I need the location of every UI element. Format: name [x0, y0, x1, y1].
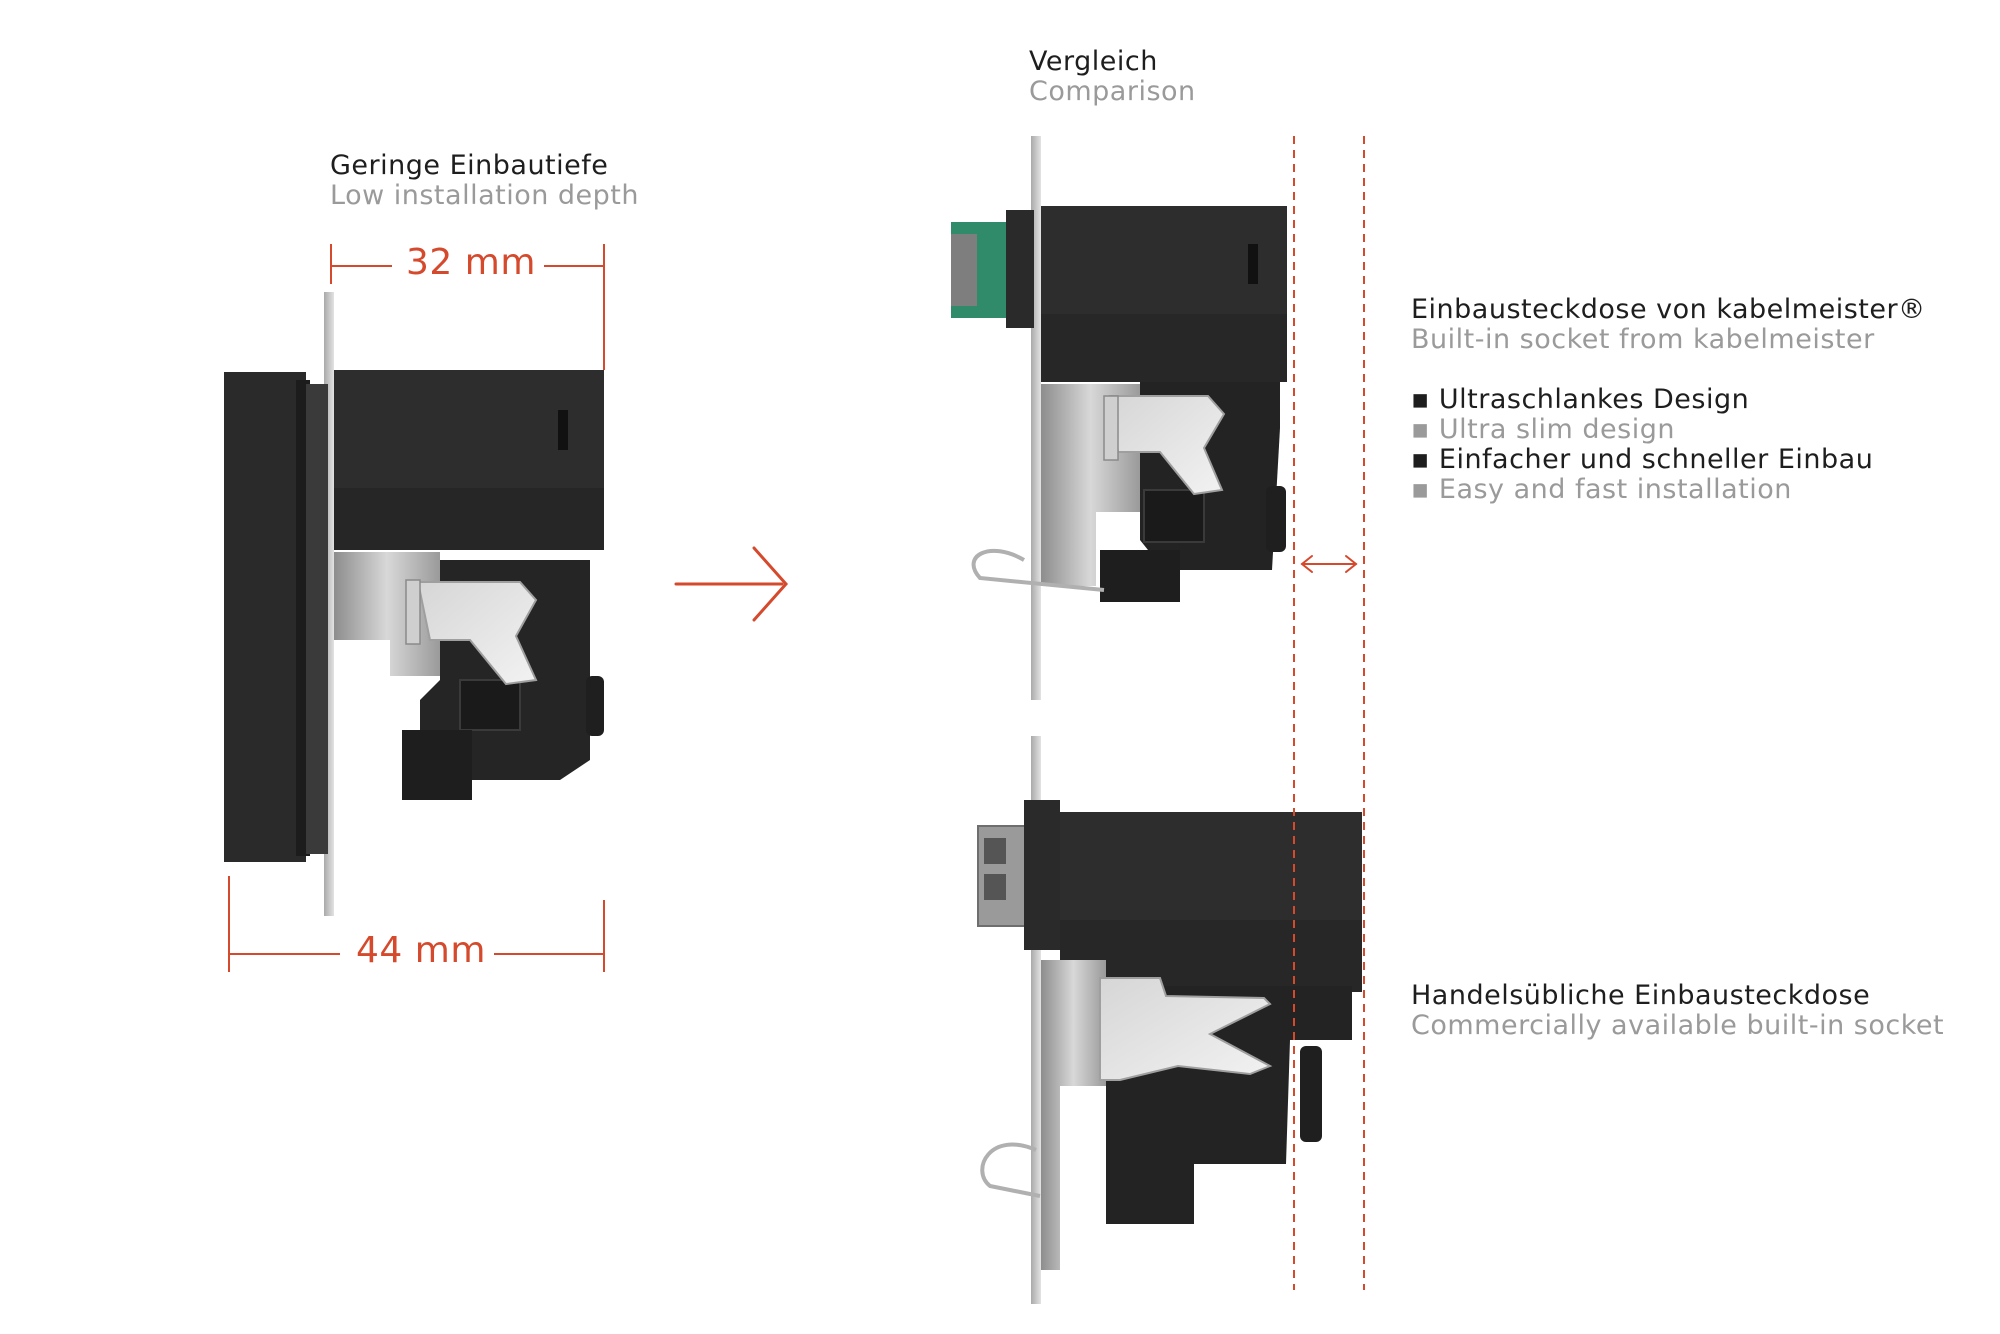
- right-arrow-icon: [674, 546, 789, 622]
- socket-bottom-block: [1100, 550, 1180, 602]
- usb-port-1: [984, 838, 1006, 864]
- kabelmeister-title-de: Einbausteckdose von kabelmeister®: [1411, 294, 1926, 325]
- wire-hook: [980, 1142, 1041, 1198]
- feature-2-en: ▪ Easy and fast installation: [1411, 474, 1792, 505]
- side-knob: [586, 676, 604, 736]
- socket-body-top: [1060, 812, 1362, 924]
- connector-port: [951, 234, 977, 306]
- depth-label-32: 32 mm: [406, 242, 536, 283]
- front-cover: [224, 372, 306, 862]
- depth-difference-arrow: [1300, 555, 1358, 573]
- depth-label-44: 44 mm: [356, 930, 486, 971]
- commercial-title-de: Handelsübliche Einbausteckdose: [1411, 980, 1871, 1011]
- feature-2-de: ▪ Einfacher und schneller Einbau: [1411, 444, 1874, 475]
- socket-bottom-block: [402, 730, 472, 800]
- slim-socket-device: [951, 136, 1287, 700]
- socket-body-top: [1041, 206, 1287, 318]
- left-title-en: Low installation depth: [330, 180, 640, 211]
- feature-1-en: ▪ Ultra slim design: [1411, 414, 1675, 445]
- mounting-plate: [324, 292, 334, 916]
- left-title-de: Geringe Einbautiefe: [330, 150, 609, 181]
- usb-port-2: [984, 874, 1006, 900]
- mounting-plate: [1031, 736, 1041, 1304]
- clip-tab: [1103, 395, 1119, 461]
- connector-block: [1024, 800, 1060, 950]
- commercial-title-en: Commercially available built-in socket: [1411, 1010, 1945, 1041]
- spring-clip: [416, 581, 538, 686]
- socket-slot: [1248, 244, 1258, 284]
- metal-bracket: [1041, 960, 1106, 1270]
- kabelmeister-title-en: Built-in socket from kabelmeister: [1411, 324, 1875, 355]
- commercial-socket-device: [977, 736, 1362, 1304]
- spring-clip: [1099, 977, 1273, 1081]
- left-dimension-lines: [228, 244, 605, 972]
- comparison-guides: [1293, 136, 1365, 1290]
- clip-tab: [405, 579, 421, 645]
- mounting-plate: [1031, 136, 1041, 700]
- socket-body-mid: [1041, 314, 1287, 382]
- socket-port: [1143, 489, 1205, 543]
- feature-1-de: ▪ Ultraschlankes Design: [1411, 384, 1750, 415]
- inner-frame: [306, 384, 328, 854]
- wire-hook: [971, 549, 1105, 592]
- left-socket-device: [224, 292, 604, 916]
- socket-slot: [558, 410, 568, 450]
- comparison-title-de: Vergleich: [1029, 46, 1158, 77]
- socket-port: [459, 679, 521, 731]
- side-knob: [1300, 1046, 1322, 1142]
- spring-clip: [1108, 395, 1226, 496]
- comparison-title-en: Comparison: [1029, 76, 1196, 107]
- connector-block: [1006, 210, 1034, 328]
- socket-body-mid: [334, 488, 604, 550]
- side-knob: [1266, 486, 1286, 552]
